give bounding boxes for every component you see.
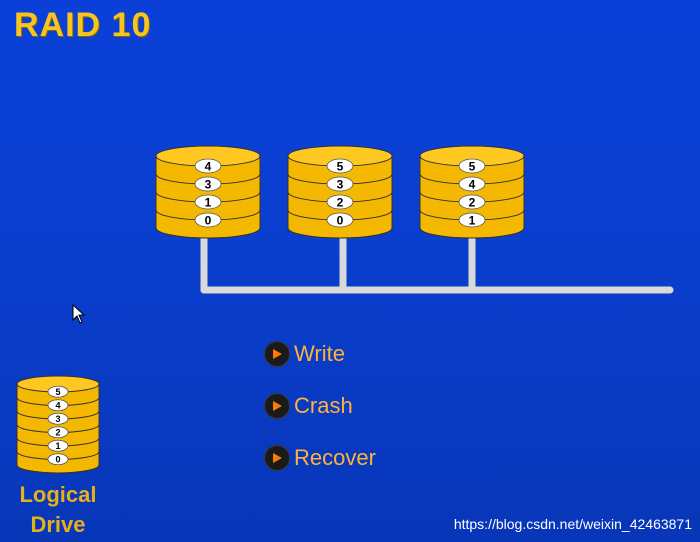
svg-text:3: 3 xyxy=(55,414,60,424)
recover-button[interactable]: Recover xyxy=(264,443,376,473)
block-label: 5 xyxy=(47,385,69,398)
play-icon xyxy=(264,445,290,471)
svg-text:1: 1 xyxy=(55,441,60,451)
block-label: 1 xyxy=(458,212,486,228)
write-button[interactable]: Write xyxy=(264,339,345,369)
block-label: 3 xyxy=(194,176,222,192)
write-label: Write xyxy=(294,341,345,366)
recover-label: Recover xyxy=(294,445,376,470)
logical-drive-label: Logical Drive xyxy=(12,480,104,540)
mouse-cursor-icon xyxy=(72,304,86,324)
page-title: RAID 10 xyxy=(14,6,152,44)
svg-text:1: 1 xyxy=(205,195,212,209)
svg-text:5: 5 xyxy=(55,387,60,397)
svg-text:2: 2 xyxy=(337,195,344,209)
logical-drive-stack: 5 4 3 2 1 0 xyxy=(16,375,100,474)
block-label: 0 xyxy=(326,212,354,228)
svg-text:4: 4 xyxy=(205,159,212,173)
svg-text:4: 4 xyxy=(469,177,476,191)
block-label: 4 xyxy=(194,158,222,174)
svg-text:0: 0 xyxy=(205,213,212,227)
crash-label: Crash xyxy=(294,393,353,418)
watermark: https://blog.csdn.net/weixin_42463871 xyxy=(453,516,692,532)
svg-text:1: 1 xyxy=(469,213,476,227)
block-label: 2 xyxy=(326,194,354,210)
svg-text:0: 0 xyxy=(337,213,344,227)
block-label: 3 xyxy=(47,412,69,425)
crash-button[interactable]: Crash xyxy=(264,391,353,421)
block-label: 1 xyxy=(47,439,69,452)
disk-stack-3: 5 4 2 1 xyxy=(419,145,525,239)
play-icon xyxy=(264,341,290,367)
block-label: 0 xyxy=(47,453,69,466)
svg-text:2: 2 xyxy=(469,195,476,209)
svg-text:3: 3 xyxy=(337,177,344,191)
block-label: 5 xyxy=(326,158,354,174)
disk-stack-2: 5 3 2 0 xyxy=(287,145,393,239)
block-label: 4 xyxy=(458,176,486,192)
block-label: 0 xyxy=(194,212,222,228)
block-label: 5 xyxy=(458,158,486,174)
block-label: 2 xyxy=(458,194,486,210)
block-label: 4 xyxy=(47,399,69,412)
svg-text:2: 2 xyxy=(55,427,60,437)
play-icon xyxy=(264,393,290,419)
block-label: 3 xyxy=(326,176,354,192)
block-label: 1 xyxy=(194,194,222,210)
disk-stack-1: 4 3 1 0 xyxy=(155,145,261,239)
logical-drive-label-line1: Logical xyxy=(19,482,97,507)
svg-text:5: 5 xyxy=(469,159,476,173)
svg-text:4: 4 xyxy=(55,400,60,410)
svg-text:3: 3 xyxy=(205,177,212,191)
svg-text:0: 0 xyxy=(55,454,60,464)
logical-drive-label-line2: Drive xyxy=(30,512,86,537)
block-label: 2 xyxy=(47,426,69,439)
svg-text:5: 5 xyxy=(337,159,344,173)
